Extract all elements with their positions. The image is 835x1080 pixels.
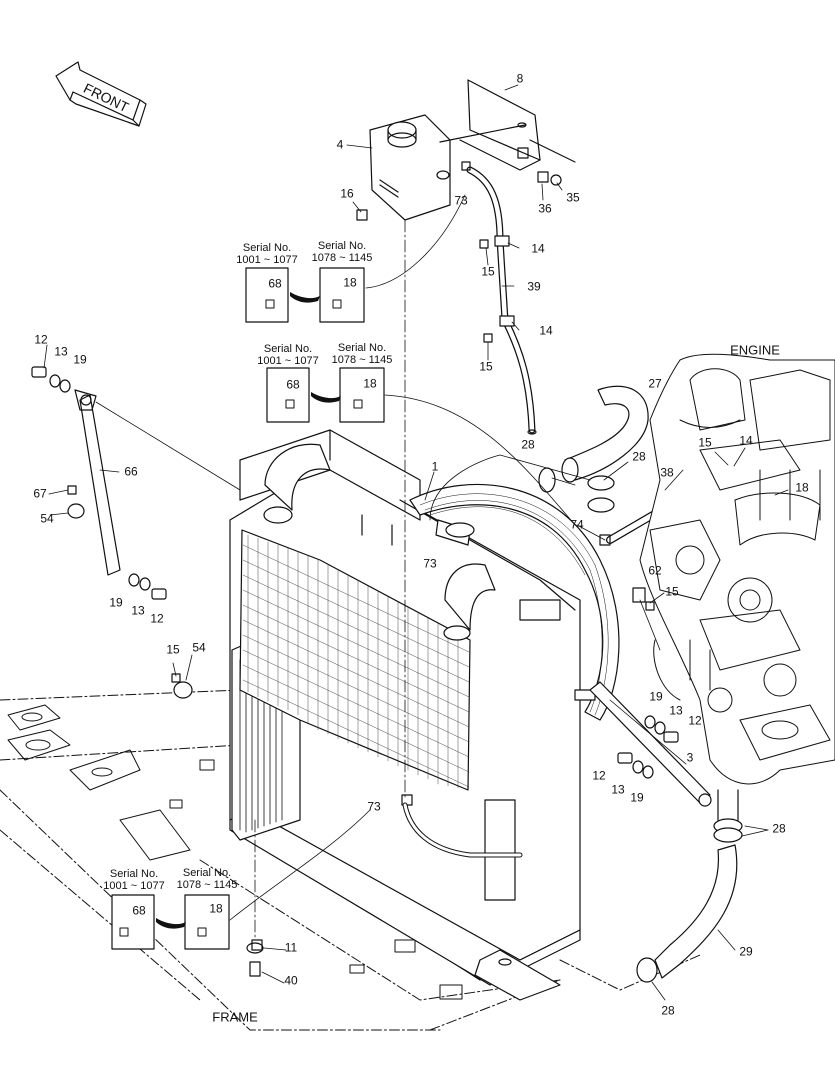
- part-number: 15: [481, 264, 495, 279]
- part-number: 29: [739, 944, 753, 959]
- serial-icons: [119, 299, 363, 937]
- part-number: 13: [611, 782, 625, 797]
- part-number: 11: [284, 940, 298, 955]
- part-number: 39: [527, 279, 541, 294]
- part-number: 54: [192, 640, 206, 655]
- engine: [639, 353, 835, 785]
- part-number: 28: [772, 821, 786, 836]
- frame-plates: [7, 704, 463, 1000]
- part-number: 19: [649, 689, 663, 704]
- serial-range: 1078 ~ 1145: [176, 879, 238, 891]
- part-number: 14: [539, 323, 553, 338]
- overflow-hose: [466, 166, 536, 434]
- part-number: 14: [531, 241, 545, 256]
- part-number: 12: [688, 713, 702, 728]
- part-number: 66: [124, 464, 138, 479]
- part-number: 15: [479, 359, 493, 374]
- part-number: 54: [40, 511, 54, 526]
- lower-hose: [654, 844, 738, 979]
- part-number: 18: [795, 480, 809, 495]
- part-number: 18: [363, 376, 377, 391]
- part-number: 14: [739, 433, 753, 448]
- part-number: 12: [150, 611, 164, 626]
- stay-rod-right: [589, 681, 711, 806]
- engine-label: ENGINE: [730, 342, 780, 358]
- part-number: 38: [660, 465, 674, 480]
- part-number: 15: [166, 642, 180, 657]
- serial-range: 1078 ~ 1145: [311, 252, 373, 264]
- part-number: 1: [431, 459, 439, 474]
- part-number: 15: [665, 584, 679, 599]
- serial-header: Serial No.1078 ~ 1145: [312, 240, 373, 264]
- part-number: 35: [566, 190, 580, 205]
- frame-label: FRAME: [212, 1009, 258, 1025]
- part-number: 68: [132, 903, 146, 918]
- serial-range: 1001 ~ 1077: [103, 880, 165, 892]
- part-number: 73: [423, 556, 437, 571]
- part-number: 68: [286, 377, 300, 392]
- upper-hose: [564, 385, 649, 481]
- part-number: 28: [632, 449, 646, 464]
- part-number: 19: [109, 595, 123, 610]
- front-arrow-icon: [55, 61, 147, 127]
- serial-title: Serial No.: [263, 343, 313, 355]
- part-number: 15: [698, 435, 712, 450]
- bracket: [439, 79, 576, 171]
- part-number: 73: [454, 193, 468, 208]
- part-number: 13: [669, 703, 683, 718]
- serial-range: 1001 ~ 1077: [257, 355, 319, 367]
- serial-title: Serial No.: [242, 242, 292, 254]
- part-number: 3: [686, 750, 694, 765]
- stay-rod-left: [79, 394, 121, 576]
- part-number: 4: [336, 137, 344, 152]
- part-number: 67: [33, 486, 47, 501]
- serial-header: Serial No.1001 ~ 1077: [236, 242, 297, 266]
- serial-header: Serial No.1001 ~ 1077: [257, 343, 318, 367]
- part-number: 12: [34, 332, 48, 347]
- serial-header: Serial No.1001 ~ 1077: [103, 868, 164, 892]
- serial-title: Serial No.: [317, 240, 367, 252]
- serial-title: Serial No.: [182, 867, 232, 879]
- serial-range: 1001 ~ 1077: [236, 254, 298, 266]
- part-number: 8: [516, 71, 524, 86]
- reservoir-tank: [369, 114, 451, 221]
- part-number: 68: [268, 276, 282, 291]
- part-number: 73: [367, 799, 381, 814]
- radiator-assembly: [229, 429, 620, 1001]
- serial-title: Serial No.: [337, 342, 387, 354]
- part-number: 19: [630, 790, 644, 805]
- serial-header: Serial No.1078 ~ 1145: [332, 342, 393, 366]
- part-number: 13: [131, 603, 145, 618]
- leader-lines: [43, 84, 789, 1001]
- serial-boxes: [111, 267, 385, 950]
- part-number: 28: [661, 1003, 675, 1018]
- part-number: 19: [73, 352, 87, 367]
- serial-title: Serial No.: [109, 868, 159, 880]
- part-number: 40: [284, 973, 298, 988]
- part-number: 13: [54, 344, 68, 359]
- part-number: 18: [343, 275, 357, 290]
- part-number: 12: [592, 768, 606, 783]
- part-number: 36: [538, 201, 552, 216]
- part-number: 28: [521, 437, 535, 452]
- part-number: 18: [209, 901, 223, 916]
- reference-lines: [254, 219, 406, 941]
- serial-arrows: [156, 292, 341, 929]
- part-number: 16: [340, 186, 354, 201]
- serial-header: Serial No.1078 ~ 1145: [177, 867, 238, 891]
- part-number: 27: [648, 376, 662, 391]
- part-number: 62: [648, 563, 662, 578]
- serial-range: 1078 ~ 1145: [331, 354, 393, 366]
- part-number: 74: [570, 517, 584, 532]
